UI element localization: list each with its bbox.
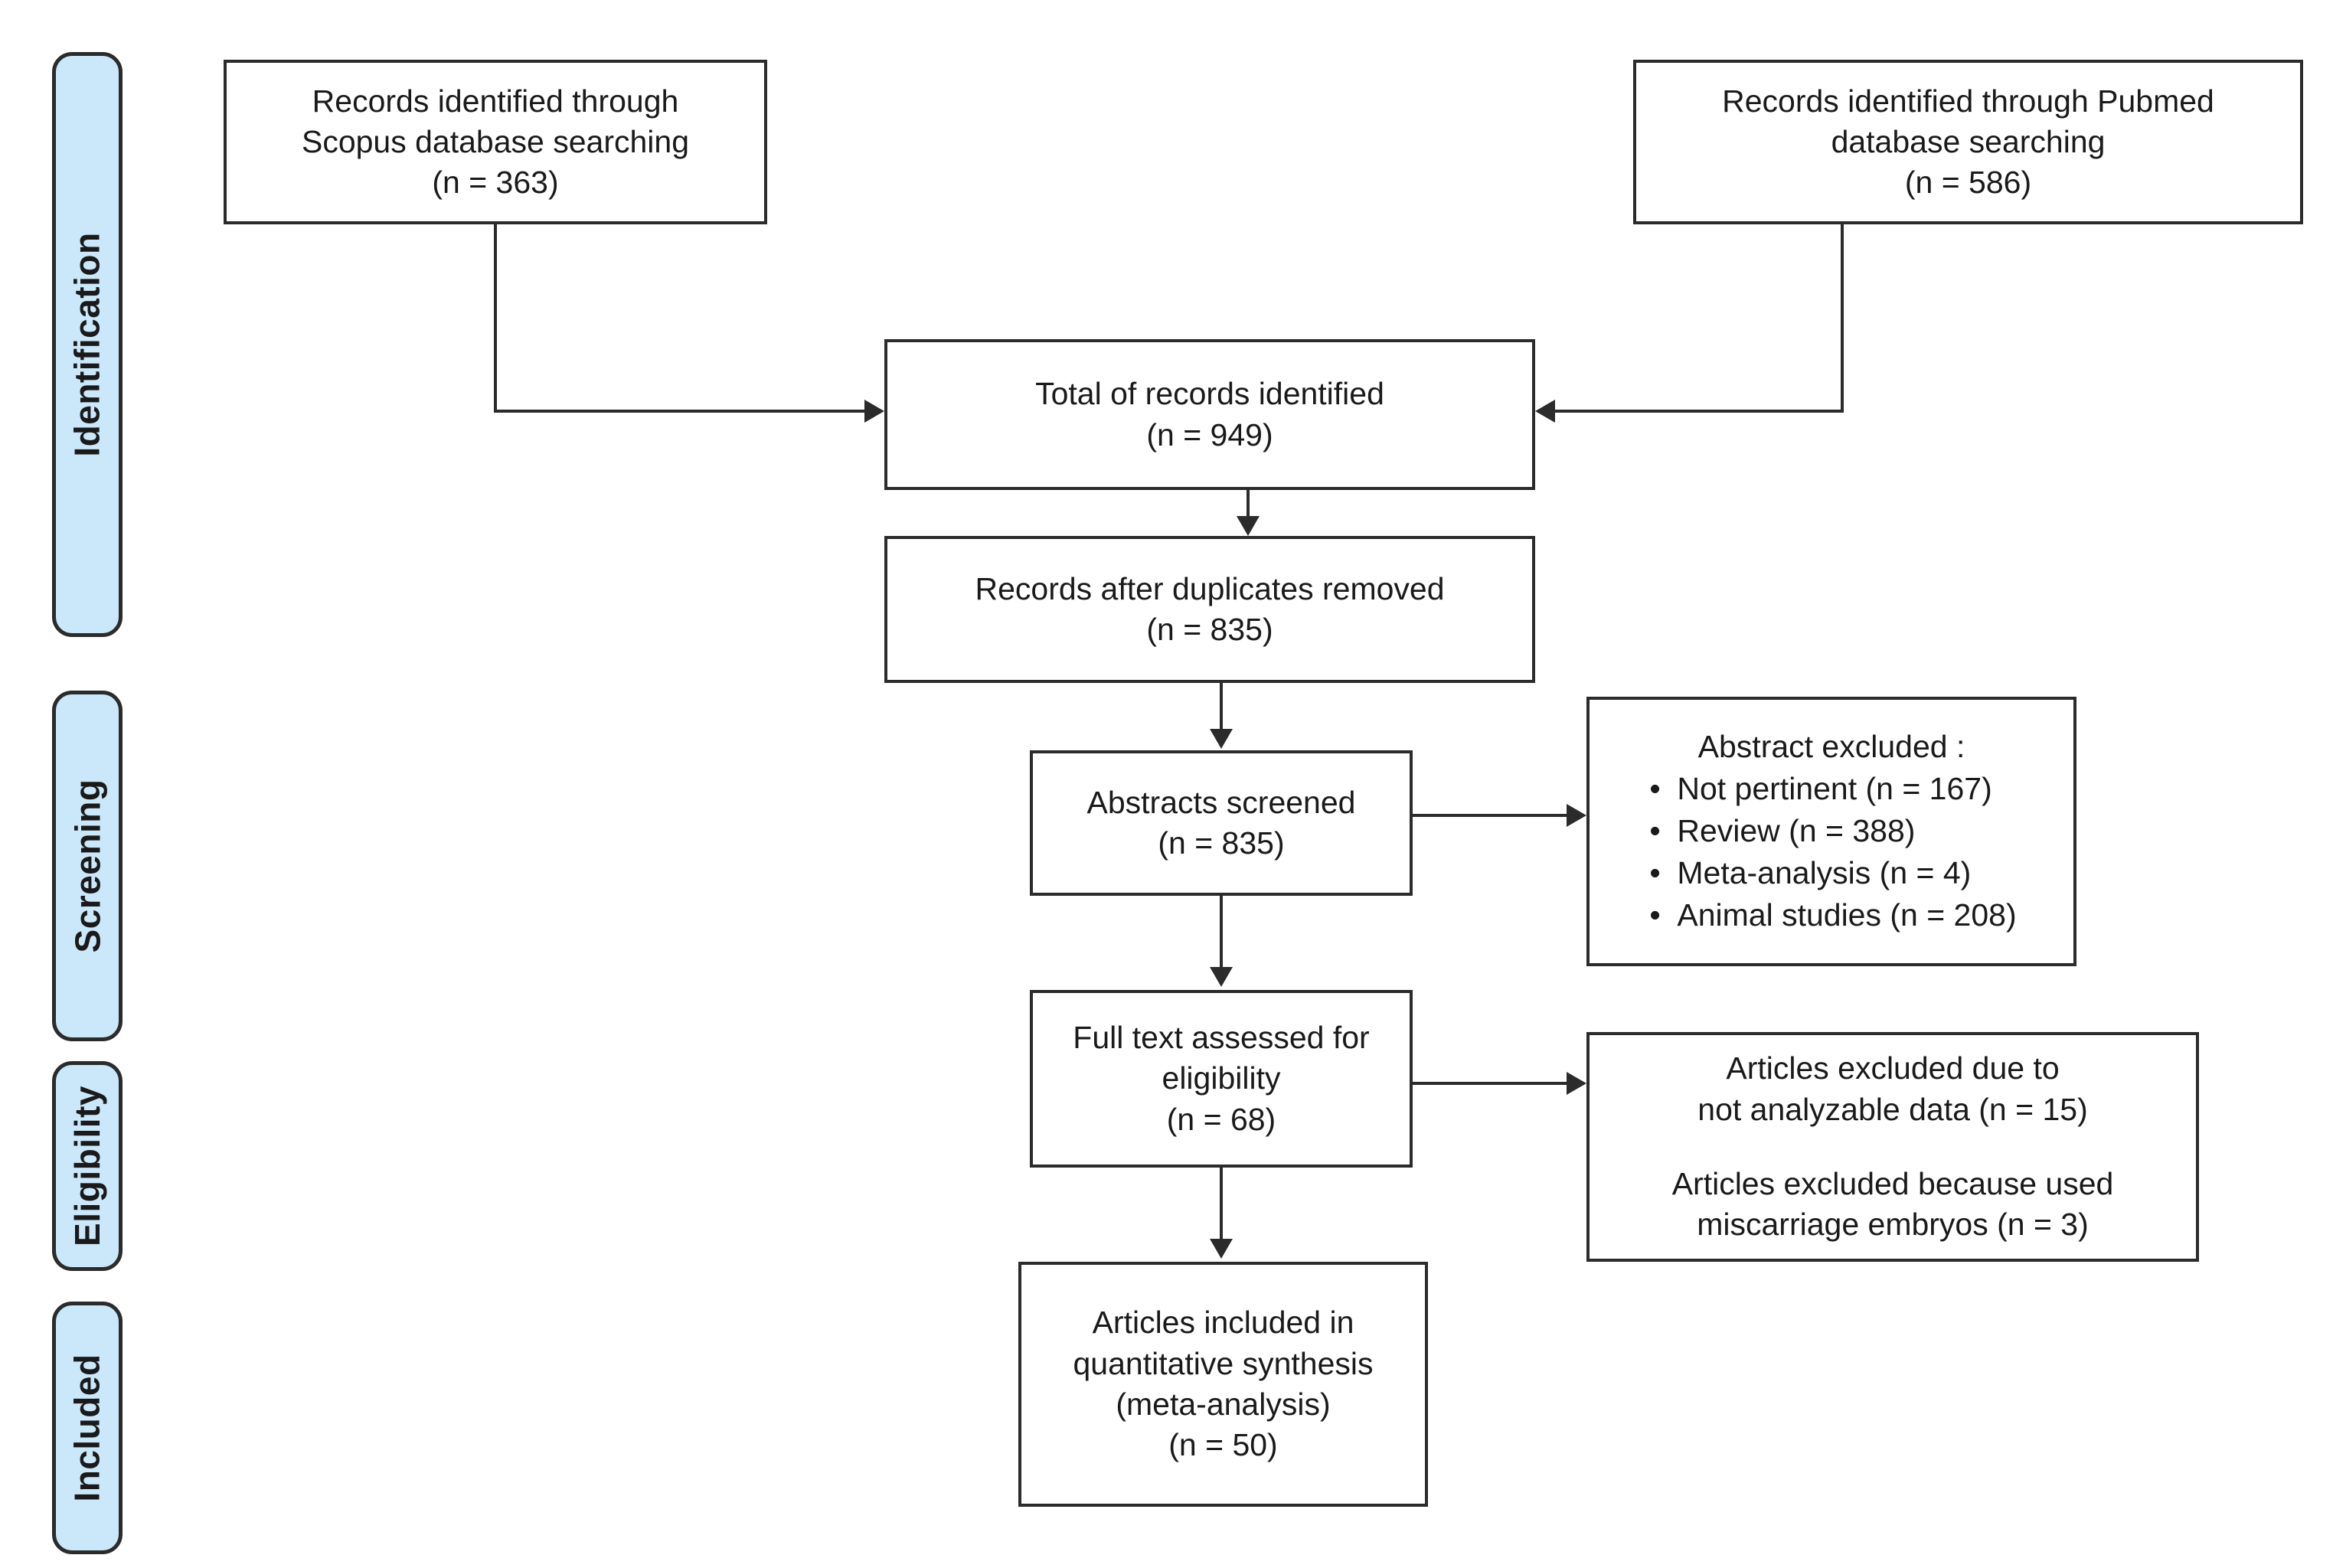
box-total-line-2: (n = 949) [1146, 416, 1273, 452]
list-item: • Meta-analysis (n = 4) [1646, 852, 2016, 894]
box-abstracts-line-2: (n = 835) [1158, 825, 1285, 861]
box-pubmed-line-2: database searching [1831, 123, 2106, 159]
box-scopus-line-1: Records identified through [312, 83, 679, 119]
stage-tab-eligibility: Eligibility [52, 1061, 123, 1271]
articles-excluded-para1-line2: not analyzable data (n = 15) [1697, 1091, 2088, 1127]
stage-tab-identification: Identification [52, 52, 123, 637]
arrowhead-scopus-to-total [864, 400, 884, 423]
connector-total-to-duplicates [1247, 490, 1250, 519]
box-scopus-line-3: (n = 363) [432, 165, 559, 201]
box-total-records-identified: Total of records identified (n = 949) [884, 339, 1535, 490]
list-item-label: Review (n = 388) [1677, 812, 1916, 848]
box-pubmed-line-1: Records identified through Pubmed [1722, 83, 2214, 119]
box-included-line-4: (n = 50) [1168, 1427, 1278, 1463]
connector-scopus-vertical [494, 224, 497, 413]
box-pubmed-line-3: (n = 586) [1904, 165, 2032, 201]
box-scopus-line-2: Scopus database searching [301, 123, 689, 159]
box-total-line-1: Total of records identified [1035, 376, 1384, 412]
box-abstract-excluded: Abstract excluded : • Not pertinent (n = … [1586, 697, 2076, 966]
box-fulltext-line-2: eligibility [1162, 1060, 1281, 1096]
abstract-excluded-title: Abstract excluded : [1697, 729, 1965, 765]
connector-abstracts-to-fulltext [1220, 896, 1223, 969]
stage-tab-screening: Screening [52, 691, 123, 1041]
stage-label-eligibility: Eligibility [67, 1086, 107, 1246]
list-item-label: Not pertinent (n = 167) [1677, 770, 1992, 806]
box-abstracts-line-1: Abstracts screened [1086, 784, 1356, 820]
connector-pubmed-vertical [1841, 224, 1844, 413]
stage-label-identification: Identification [67, 232, 108, 457]
list-item-label: Animal studies (n = 208) [1677, 897, 2017, 933]
box-abstracts-screened: Abstracts screened (n = 835) [1030, 750, 1413, 896]
abstract-excluded-list: • Not pertinent (n = 167) • Review (n = 38… [1646, 768, 2016, 936]
list-item: • Not pertinent (n = 167) [1646, 768, 2016, 810]
connector-fulltext-to-included [1220, 1168, 1223, 1240]
box-full-text-assessed: Full text assessed for eligibility (n = … [1030, 990, 1413, 1168]
bullet-icon: • [1649, 812, 1661, 848]
connector-duplicates-to-abstracts [1220, 683, 1223, 730]
articles-excluded-para2-line2: miscarriage embryos (n = 3) [1697, 1207, 2089, 1243]
connector-pubmed-horizontal [1555, 410, 1844, 413]
arrowhead-fulltext-to-excluded [1567, 1072, 1586, 1095]
box-fulltext-line-3: (n = 68) [1166, 1101, 1276, 1137]
stage-label-screening: Screening [67, 779, 108, 953]
connector-abstracts-to-excluded [1413, 814, 1567, 817]
list-item: • Review (n = 388) [1646, 810, 2016, 852]
list-item-label: Meta-analysis (n = 4) [1677, 854, 1972, 890]
paragraph-spacer [1605, 1130, 2181, 1164]
box-included-line-2: quantitative synthesis [1073, 1345, 1374, 1381]
arrowhead-duplicates-to-abstracts [1210, 729, 1233, 749]
bullet-icon: • [1649, 854, 1661, 890]
box-scopus-records: Records identified through Scopus databa… [224, 60, 767, 224]
box-included-line-1: Articles included in [1092, 1305, 1354, 1341]
bullet-icon: • [1649, 897, 1661, 933]
bullet-icon: • [1649, 770, 1661, 806]
box-duplicates-line-1: Records after duplicates removed [975, 570, 1445, 606]
stage-label-included: Included [67, 1354, 107, 1502]
list-item: • Animal studies (n = 208) [1646, 894, 2016, 936]
box-included-line-3: (meta-analysis) [1116, 1387, 1331, 1422]
box-articles-included: Articles included in quantitative synthe… [1018, 1262, 1428, 1507]
arrowhead-fulltext-to-included [1210, 1239, 1233, 1259]
box-duplicates-line-2: (n = 835) [1146, 612, 1273, 647]
box-records-after-duplicates: Records after duplicates removed (n = 83… [884, 536, 1535, 683]
arrowhead-total-to-duplicates [1237, 516, 1260, 536]
arrowhead-abstracts-to-fulltext [1210, 967, 1233, 987]
connector-fulltext-to-excluded [1413, 1082, 1567, 1085]
articles-excluded-para1-line1: Articles excluded due to [1726, 1050, 2060, 1086]
articles-excluded-para2-line1: Articles excluded because used [1671, 1166, 2114, 1201]
arrowhead-abstracts-to-excluded [1567, 804, 1586, 827]
arrowhead-pubmed-to-total [1535, 400, 1555, 423]
box-fulltext-line-1: Full text assessed for [1073, 1020, 1370, 1056]
box-pubmed-records: Records identified through Pubmed databa… [1633, 60, 2303, 224]
stage-tab-included: Included [52, 1302, 123, 1554]
connector-scopus-horizontal [494, 410, 864, 413]
box-articles-excluded: Articles excluded due to not analyzable … [1586, 1032, 2199, 1262]
